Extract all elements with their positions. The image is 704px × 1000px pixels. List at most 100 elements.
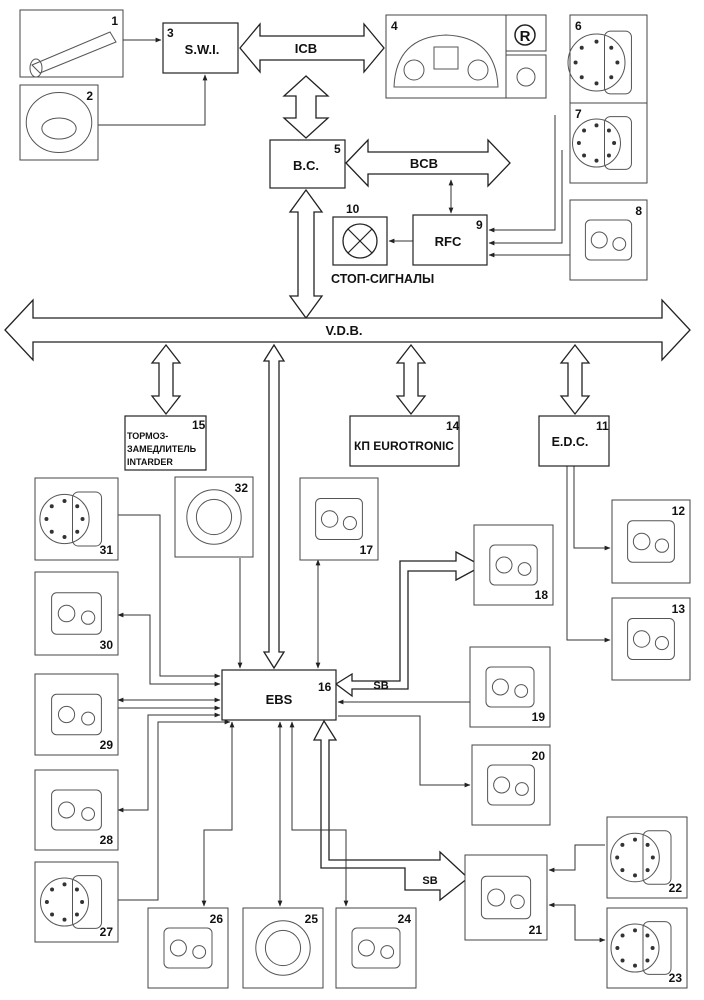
brake-caliper-icon [610,830,672,885]
brake-valve-icon [315,498,363,540]
eurotronic-number: 14 [446,419,460,433]
component-number: 25 [305,912,319,926]
swi-number: 3 [167,26,174,40]
component-1: 1 [19,9,124,78]
brake-caliper-icon [572,116,632,170]
signal-wire [289,721,349,907]
swi-label: S.W.I. [185,42,220,57]
component-4: 4 [385,14,547,99]
ebs-module: 16 EBS [221,669,337,721]
instrument-cluster-icon [393,34,499,88]
component-number: 24 [398,912,412,926]
intarder-label-line-3: INTARDER [127,457,173,467]
rfc-number: 9 [476,218,483,232]
signal-wire [338,715,471,788]
component-number: 13 [672,602,686,616]
component-22: 22 [606,816,688,899]
component-21: 21 [464,854,548,941]
vdb-edc-arrow [559,343,591,416]
steering-wheel-icon [25,92,93,153]
component-13: 13 [611,597,691,681]
bcb-bus-arrow [345,138,511,188]
trailer-control-valve-icon [51,693,102,736]
component-number: 20 [532,749,546,763]
component-number: 2 [86,89,93,103]
component-28: 28 [34,769,119,851]
bc-label: B.C. [293,158,319,173]
signal-wire [117,712,221,813]
component-number: 30 [100,638,114,652]
component-number: 27 [100,925,114,939]
intarder-module: 15 ТОРМОЗ- ЗАМЕДЛИТЕЛЬ INTARDER [124,415,207,471]
eurotronic-module: 14 КП EUROTRONIC [349,415,460,467]
component-number: 7 [575,107,582,121]
component-17: 17 [299,477,379,561]
icb-bc-bus-arrow [282,75,330,139]
brake-caliper-icon [567,30,632,95]
solenoid-valve-icon [627,618,675,660]
signal-wire [117,612,221,687]
reverse-symbol: R [520,28,531,45]
signal-wire [488,115,556,233]
pressure-sensor-icon [485,666,535,708]
component-number: 17 [360,543,374,557]
rfc-label: RFC [435,234,462,249]
vdb-label: V.D.B. [325,323,362,338]
signal-wire [98,74,208,126]
component-number: 26 [210,912,224,926]
brake-caliper-icon [39,491,103,547]
component-number: 29 [100,738,114,752]
reset-knob-icon [516,67,536,87]
component-2: 2 [19,84,99,161]
signal-wire [548,902,606,943]
icb-bus-arrow [239,22,385,74]
icb-label: ICB [295,41,317,56]
connector-icon [186,489,242,545]
brake-caliper-icon [610,921,672,975]
component-32: 32 [174,476,254,558]
component-number: 28 [100,833,114,847]
component-6: 6 [567,14,648,111]
vdb-bus-arrow [4,298,691,362]
edc-number: 11 [596,419,609,433]
eurotronic-label: КП EUROTRONIC [354,439,454,453]
bus-arrows [4,22,691,902]
component-12: 12 [611,499,691,584]
signal-wire [573,466,611,551]
vdb-ebs-arrow [262,343,286,670]
stop-lamp-number: 10 [346,202,360,216]
component-26: 26 [147,907,229,989]
signal-wires [98,37,611,943]
component-30: 30 [34,571,119,656]
component-number: 4 [391,19,398,33]
axle-modulator-icon [480,875,532,920]
component-31: 31 [34,477,119,561]
bc-number: 5 [334,142,341,156]
asr-switch-icon [255,920,311,976]
rfc-module: 9 RFC [412,214,488,266]
ebs-number: 16 [318,680,332,694]
component-19: 19 [469,646,551,728]
bcb-label: BCB [410,156,438,171]
component-24: 24 [335,907,417,989]
vdb-eurotronic-arrow [395,343,427,416]
intarder-label-line-1: ТОРМОЗ- [127,431,168,441]
component-number: 22 [669,881,683,895]
signal-wire [201,721,235,907]
sb-lower-label: SB [422,875,437,887]
component-number: 18 [535,588,549,602]
component-number: 6 [575,19,582,33]
modulator-icon [51,592,102,635]
component-number: 1 [111,14,118,28]
component-number: 12 [672,504,686,518]
swi-module: 3 S.W.I. [162,22,239,74]
component-number: 23 [669,971,683,985]
ebs-sb-lower-arrow [312,719,469,902]
edc-module: 11 E.D.C. [538,415,610,467]
signal-wire [118,719,231,901]
modulator-icon [51,789,102,831]
ebs-sb-upper-arrow [334,550,484,698]
